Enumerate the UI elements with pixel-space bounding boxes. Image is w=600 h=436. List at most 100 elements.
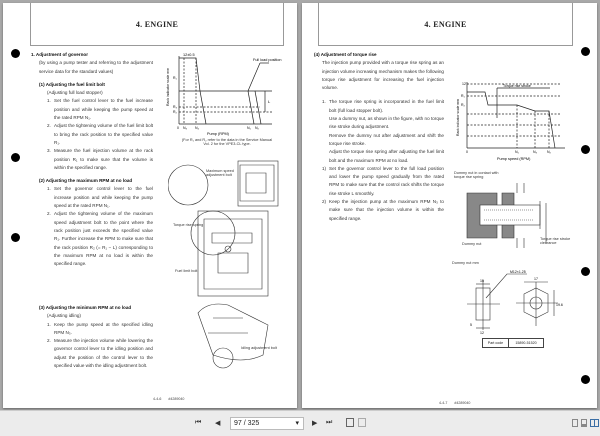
right-page: 4. ENGINE (4) Adjustment of torque rise … (302, 3, 597, 408)
single-page-view-icon[interactable] (572, 419, 578, 427)
dummy-nut-dims-title: Dummy nut mm (452, 261, 479, 265)
chart-tick: N₃ (533, 150, 538, 154)
label-dummy-contact: Dummy nut in contact with torque rise sp… (454, 171, 499, 179)
step-num: 1. (47, 98, 51, 104)
dim-label: 5 (470, 323, 472, 327)
step-text: Adjust the tightening volume of the maxi… (54, 211, 153, 267)
label-fuel-limit-bolt: Fuel limit bolt (175, 269, 198, 273)
step-num: 1. (47, 186, 51, 192)
dim-thread: M12×1.25 (510, 270, 526, 274)
chart-ylabel: Rack indicator scale mm (166, 68, 170, 106)
step-num: 3. (47, 148, 51, 154)
punch-hole (581, 267, 590, 276)
step-paragraph: Use a dummy nut, as shown in the figure,… (329, 116, 444, 130)
dim-label: 15 (480, 279, 484, 283)
subsection-title: (1) Adjusting the fuel limit bolt (39, 81, 105, 87)
subsection-subtitle: (Adjusting idling) (47, 313, 81, 319)
step-text: Keep the injection pump at the maximum R… (329, 199, 444, 221)
part-code-table: Part code 15890-51520 (482, 338, 544, 348)
chart-tick: R₁ (461, 94, 466, 98)
page-number: 4-4-6 (153, 397, 162, 401)
last-page-button[interactable]: ⏭ (326, 419, 333, 426)
two-page-view-icon[interactable] (590, 419, 599, 427)
step-text: Keep the pump speed at the specified idl… (54, 321, 153, 335)
step-text: Set the governor control lever to the fu… (329, 165, 444, 196)
page-number: 4-4-7 (439, 401, 448, 405)
chart-tick: R₃ (173, 105, 178, 109)
section-intro: (by using a pump tester and referring to… (39, 60, 153, 74)
chart-tick: 0 (466, 150, 468, 154)
right-text-column: (4) Adjustment of torque rise The inject… (314, 51, 444, 223)
section-title: (4) Adjustment of torque rise (314, 52, 377, 57)
section-title: 1. Adjustment of governor (31, 52, 88, 57)
punch-hole (581, 145, 590, 154)
chart-full-load-label: Full load position (253, 58, 282, 62)
chart-tick: N₃ (183, 126, 188, 130)
subsection-title: (2) Adjusting the maximum RPM at no load (39, 178, 133, 184)
dummy-nut-section-illustration (466, 183, 547, 248)
step-text: Measure the injection volume while lower… (54, 338, 153, 369)
subsection-subtitle: (Adjusting full load stopper) (47, 90, 103, 96)
left-text-column: 1. Adjustment of governor (by using a pu… (31, 51, 153, 268)
chart-l-label: L (268, 99, 271, 104)
engine-illustration (168, 160, 279, 369)
chevron-down-icon[interactable]: ▾ (295, 420, 299, 427)
section-intro: The injection pump provided with a torqu… (322, 60, 444, 91)
subsection-title: (3) Adjusting the minimum RPM at no load (39, 305, 132, 310)
chart-tick: N₄ (195, 126, 200, 130)
page-header: 4. ENGINE (318, 3, 573, 46)
navigation-toolbar: ⏮ ◀ 97 / 325 ▾ ▶ ⏭ (0, 410, 600, 436)
copy-icon[interactable] (346, 418, 354, 427)
continuous-view-icon[interactable] (581, 419, 587, 427)
step-num: 2. (47, 123, 51, 129)
chart-tick: N₂ (255, 126, 260, 130)
label-torque-clearance: Torque rise stroke clearance (540, 237, 571, 245)
doc-code: #4289040 (168, 397, 185, 401)
part-code-value: 15890-51520 (515, 341, 537, 345)
chart-torque-label: Torque rise stroke (503, 84, 531, 88)
left-text-column-2: (3) Adjusting the minimum RPM at no load… (31, 304, 153, 370)
dim-label: 12 (480, 331, 484, 335)
chart-ylabel: Rack indicator scale mm (456, 99, 460, 136)
chart-xlabel: Pump speed (RPM) (497, 157, 531, 161)
doc-code: #4289040 (454, 401, 471, 405)
chart-tick: N₁ (515, 150, 520, 154)
chart-tick: 0 (177, 126, 179, 130)
step-paragraph: Adjust the torque rise spring after adju… (329, 149, 444, 163)
page-number-value: 97 / 325 (234, 420, 260, 427)
step-text: Set the fuel control lever to the fuel i… (54, 98, 153, 121)
page-header: 4. ENGINE (30, 3, 284, 46)
step-paragraph: Remove the dummy nut after adjustment an… (329, 132, 444, 146)
step-text: Adjust the tightening volume of the fuel… (54, 123, 153, 145)
torque-rise-chart: Rack indicator scale mm 12 R₁ R₂ Torque … (456, 82, 565, 161)
step-num: 1. (47, 321, 51, 327)
first-page-button[interactable]: ⏮ (195, 419, 202, 426)
step-text: Set the governor control lever to the fu… (54, 186, 153, 209)
paste-icon[interactable] (358, 418, 366, 427)
chart-xlabel: Pump (RPM) (207, 132, 230, 136)
label-torque-rise-spring: Torque rise spring (173, 223, 204, 227)
dim-label: 17 (534, 277, 538, 281)
chart-tick: 12 (462, 82, 466, 86)
step-num: 2. (47, 211, 51, 217)
next-page-button[interactable]: ▶ (312, 420, 318, 427)
chart-tick: N₂ (547, 150, 552, 154)
punch-hole (11, 153, 20, 162)
label-idling-adjustment-bolt: Idling adjustment bolt (241, 346, 277, 350)
punch-hole (11, 49, 20, 58)
previous-page-button[interactable]: ◀ (215, 420, 221, 427)
label-dummy-nut: Dummy nut (462, 242, 482, 246)
page-footer: 4-4-7 #4289040 (439, 401, 470, 405)
chart-note: (For R₁ and R₂ refer to the data in the … (181, 138, 273, 146)
label-max-speed-bolt: Maximum speed adjustment bolt (206, 169, 234, 177)
step-num: 1. (322, 99, 326, 105)
punch-hole (581, 375, 590, 384)
part-code-label: Part code (483, 339, 509, 347)
step-paragraph: The torque rise spring is incorporated i… (329, 99, 444, 113)
page-footer: 4-4-6 #4289040 (153, 397, 184, 401)
step-num: 2) (322, 199, 327, 205)
left-page: 4. ENGINE 1. Adjustment of governor (by … (3, 3, 297, 408)
page-number-input[interactable]: 97 / 325 ▾ (230, 417, 304, 430)
chart-tick: N₁ (247, 126, 252, 130)
step-num: 1) (322, 165, 327, 171)
